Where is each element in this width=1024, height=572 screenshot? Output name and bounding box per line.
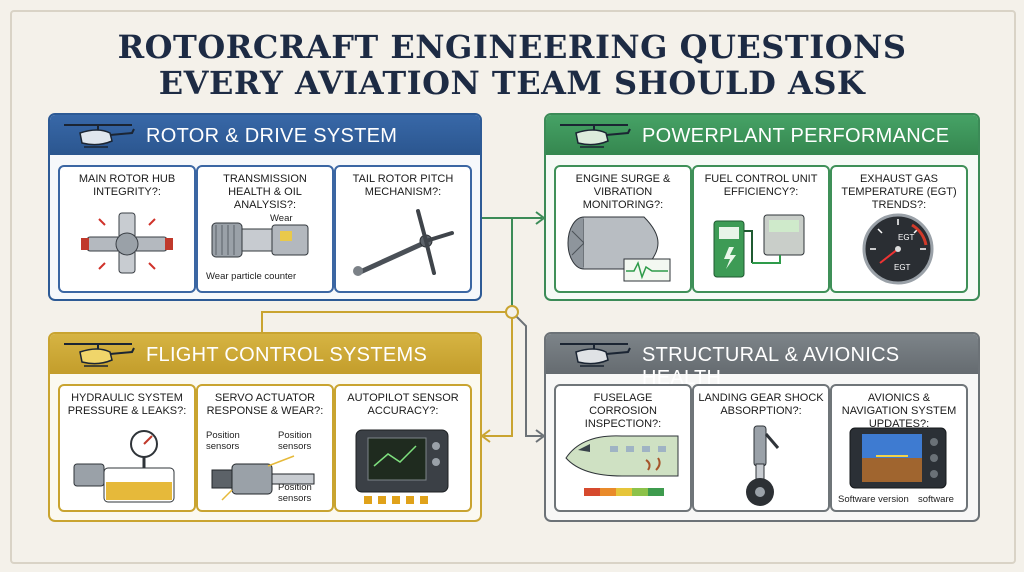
software-label: software — [918, 494, 954, 505]
question-card-transmission-health: TRANSMISSION HEALTH & OIL ANALYSIS?: Wea… — [196, 165, 334, 293]
question-text: EXHAUST GAS TEMPERATURE (EGT) TRENDS?: — [841, 173, 957, 211]
software-version-label: Software version — [838, 494, 909, 505]
egt-gauge-icon — [862, 213, 934, 285]
helicopter-icon — [560, 343, 631, 367]
egt-gauge-label: EGT — [898, 233, 915, 242]
question-card-hydraulic-system: HYDRAULIC SYSTEM PRESSURE & LEAKS?: — [58, 384, 196, 512]
question-text: HYDRAULIC SYSTEM PRESSURE & LEAKS?: — [67, 392, 187, 417]
servo-actuator-icon — [211, 455, 315, 501]
position-sensors-label: Position sensors — [278, 482, 312, 504]
section-title: STRUCTURAL & AVIONICS HEALTH — [642, 344, 900, 389]
wear-particle-counter-label: Wear particle counter — [206, 271, 297, 282]
helicopter-icon — [560, 124, 631, 148]
gearbox-icon — [211, 222, 309, 258]
section-rotor-drive: ROTOR & DRIVE SYSTEM MAIN ROTOR HUB INTE… — [48, 113, 482, 301]
section-structural-avionics: STRUCTURAL & AVIONICS HEALTH FUSELAGE CO… — [544, 332, 980, 522]
question-card-landing-gear: LANDING GEAR SHOCK ABSORPTION?: — [692, 384, 830, 512]
connector-hub — [505, 305, 519, 319]
wear-label: Wear — [270, 213, 293, 224]
question-card-avionics-navigation: AVIONICS & NAVIGATION SYSTEM UPDATES?: S… — [830, 384, 968, 512]
section-header: STRUCTURAL & AVIONICS HEALTH — [546, 334, 978, 389]
position-sensors-label: Position sensors — [206, 430, 240, 452]
question-text: ENGINE SURGE & VIBRATION MONITORING?: — [575, 173, 671, 211]
question-text: MAIN ROTOR HUB INTEGRITY?: — [78, 173, 176, 198]
question-text: SERVO ACTUATOR RESPONSE & WEAR?: — [206, 392, 324, 417]
question-card-fuel-control: FUEL CONTROL UNIT EFFICIENCY?: — [692, 165, 830, 293]
section-title: FLIGHT CONTROL SYSTEMS — [146, 344, 428, 366]
section-header: ROTOR & DRIVE SYSTEM — [50, 115, 480, 155]
page-frame — [10, 10, 1016, 564]
question-text: FUEL CONTROL UNIT EFFICIENCY?: — [704, 173, 818, 198]
question-text: AUTOPILOT SENSOR ACCURACY?: — [347, 392, 459, 417]
question-card-servo-actuator: SERVO ACTUATOR RESPONSE & WEAR?: Positio… — [196, 384, 334, 512]
helicopter-icon — [64, 343, 135, 367]
turbine-engine-icon — [567, 216, 671, 282]
question-card-main-rotor-hub: MAIN ROTOR HUB INTEGRITY?: — [58, 165, 196, 293]
section-title: POWERPLANT PERFORMANCE — [642, 125, 950, 147]
autopilot-display-icon — [355, 429, 449, 504]
section-header: FLIGHT CONTROL SYSTEMS — [50, 334, 480, 374]
rotor-hub-icon — [81, 212, 173, 274]
landing-gear-icon — [746, 425, 780, 506]
position-sensors-label: Position sensors — [278, 430, 312, 452]
section-title: ROTOR & DRIVE SYSTEM — [146, 125, 398, 147]
egt-gauge-label: EGT — [894, 263, 911, 272]
question-text: LANDING GEAR SHOCK ABSORPTION?: — [698, 392, 824, 417]
question-text: FUSELAGE CORROSION INSPECTION?: — [584, 392, 662, 430]
question-text: TRANSMISSION HEALTH & OIL ANALYSIS?: — [223, 173, 307, 211]
section-flight-control: FLIGHT CONTROL SYSTEMS HYDRAULIC SYSTEM … — [48, 332, 482, 522]
question-card-tail-rotor-pitch: TAIL ROTOR PITCH MECHANISM?: — [334, 165, 472, 293]
page-title-line-1: ROTORCRAFT ENGINEERING QUESTIONS — [117, 28, 907, 66]
question-card-engine-surge: ENGINE SURGE & VIBRATION MONITORING?: — [554, 165, 692, 293]
question-text: TAIL ROTOR PITCH MECHANISM?: — [352, 173, 454, 198]
question-card-fuselage-corrosion: FUSELAGE CORROSION INSPECTION?: — [554, 384, 692, 512]
fuselage-icon — [565, 435, 679, 496]
page-title-line-2: EVERY AVIATION TEAM SHOULD ASK — [158, 64, 866, 102]
section-header: POWERPLANT PERFORMANCE — [546, 115, 978, 155]
question-text: AVIONICS & NAVIGATION SYSTEM UPDATES?: — [841, 392, 957, 430]
hydraulic-pump-icon — [73, 430, 175, 503]
helicopter-icon — [64, 124, 135, 148]
tail-rotor-icon — [353, 209, 454, 276]
question-card-exhaust-gas: EXHAUST GAS TEMPERATURE (EGT) TRENDS?: E… — [830, 165, 968, 293]
fuel-pump-icon — [713, 214, 805, 278]
question-card-autopilot-sensor: AUTOPILOT SENSOR ACCURACY?: — [334, 384, 472, 512]
section-powerplant: POWERPLANT PERFORMANCE ENGINE SURGE & VI… — [544, 113, 980, 301]
avionics-display-icon — [849, 427, 947, 489]
